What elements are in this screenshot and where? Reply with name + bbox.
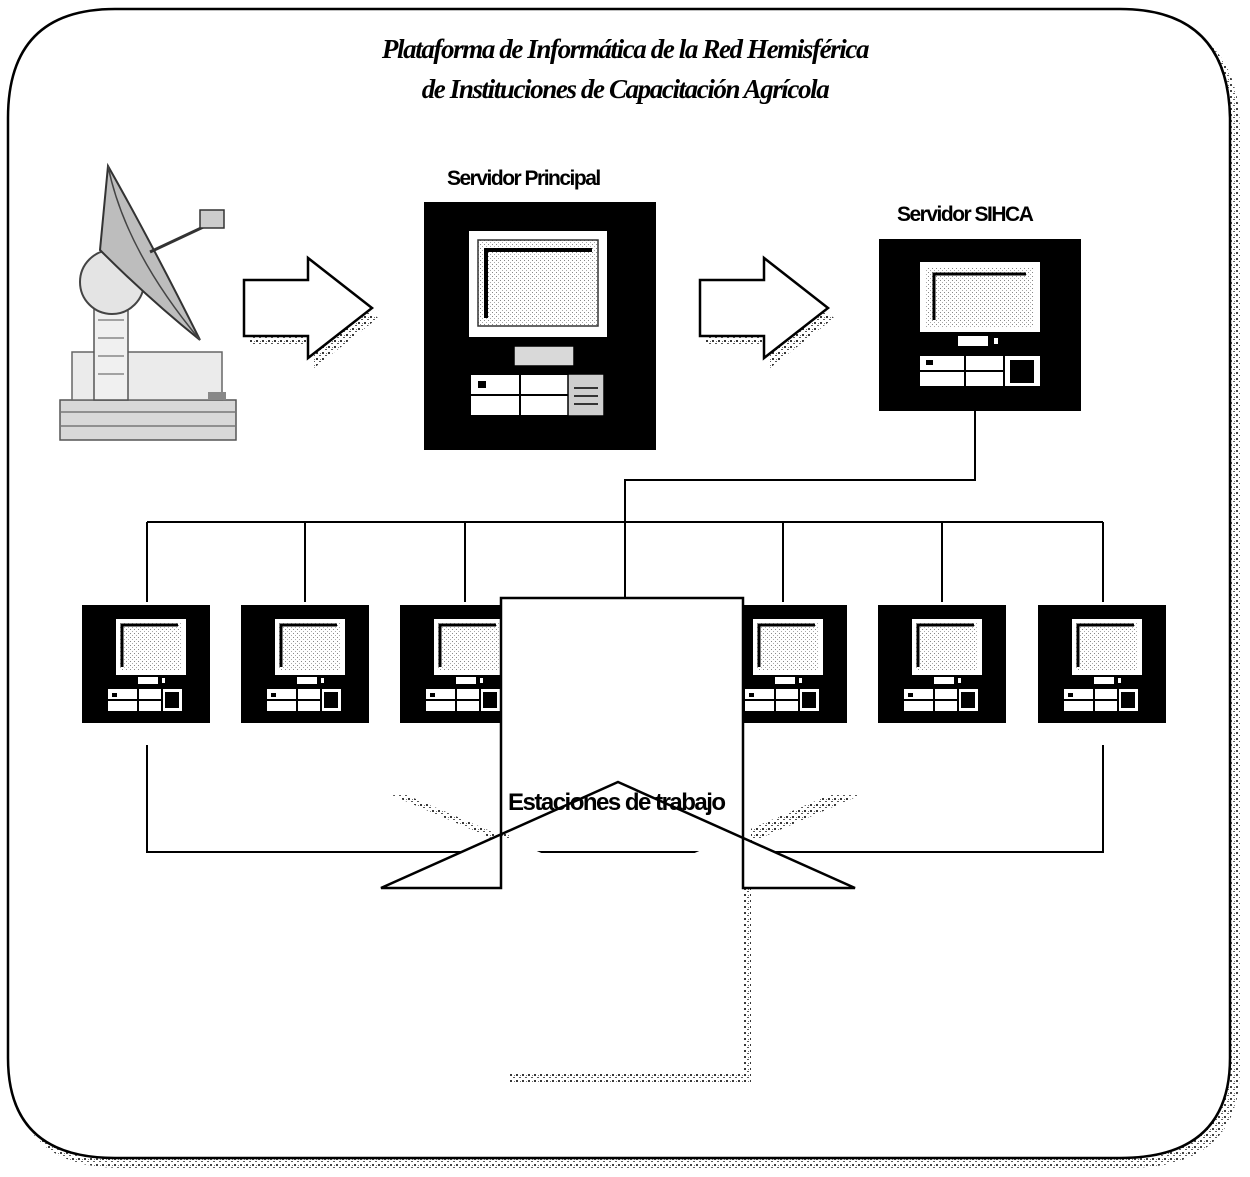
workstations-label: Estaciones de trabajo	[508, 789, 726, 816]
workstation-icon	[1036, 603, 1168, 725]
diagram-title-line-1: Plataforma de Informática de la Red Hemi…	[381, 34, 870, 64]
up-arrow-callout	[380, 596, 863, 1082]
workstation-icon	[239, 603, 371, 725]
diagram-title-line-2: de Instituciones de Capacitación Agrícol…	[421, 74, 830, 104]
workstation-icon	[80, 603, 212, 725]
satellite-dish-icon	[59, 162, 237, 441]
sihca-server-icon	[879, 239, 1081, 411]
main-server-icon	[424, 202, 656, 450]
sihca-server-label: Servidor SIHCA	[897, 203, 1034, 226]
workstation-icon	[876, 603, 1008, 725]
network-lines	[146, 411, 1104, 853]
main-server-label: Servidor Principal	[447, 167, 601, 190]
